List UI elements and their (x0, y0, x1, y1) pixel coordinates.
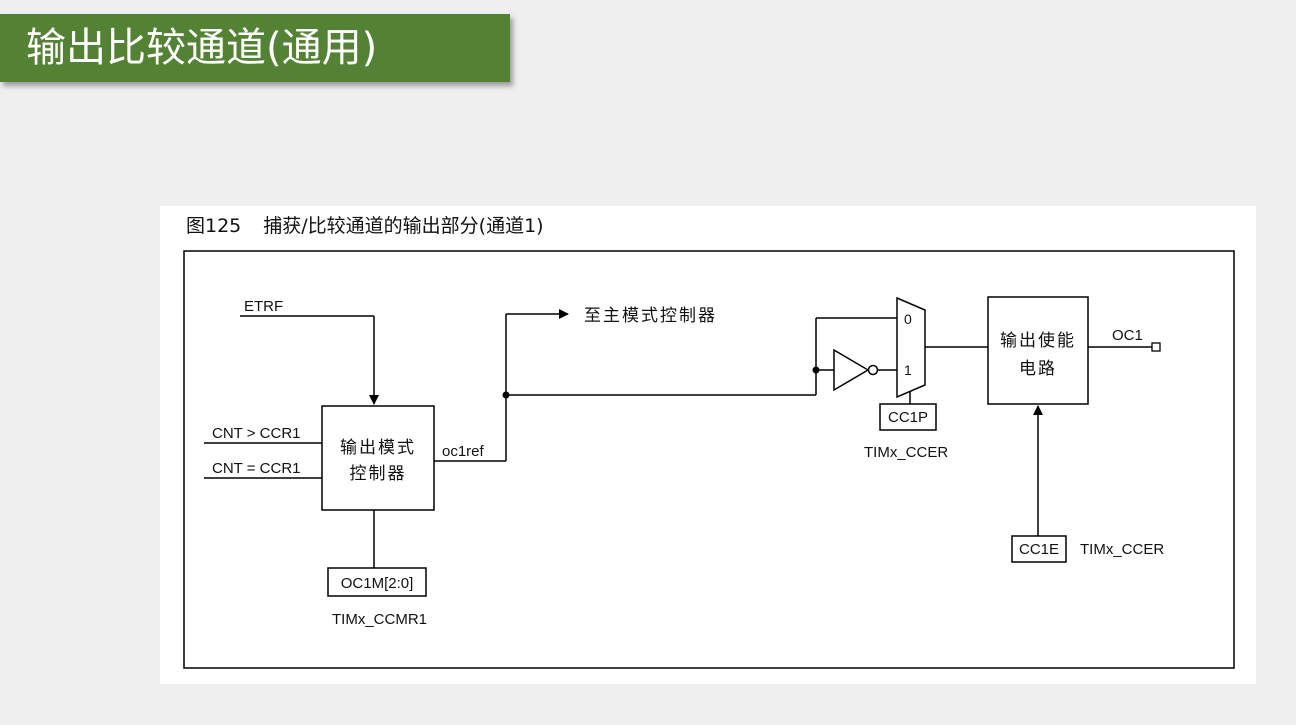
oc1m-label: OC1M[2:0] (341, 575, 414, 592)
to-master-mode-label: 至主模式控制器 (584, 306, 717, 326)
timx-ccer-enable-label: TIMx_CCER (1080, 541, 1164, 558)
output-mode-controller-line2: 控制器 (350, 464, 407, 484)
page-title: 输出比较通道(通用) (26, 25, 378, 71)
mux-input-0: 0 (904, 311, 912, 327)
junction-dot (502, 391, 510, 399)
multiplexer: 0 1 CC1P TIMx_CCER (864, 296, 948, 461)
diagram-border (183, 250, 1235, 669)
cc1p-label: CC1P (888, 409, 928, 426)
output-enable-line2: 电路 (1019, 359, 1057, 379)
mux-input-1: 1 (904, 362, 912, 378)
cc1e-enable: CC1E TIMx_CCER (1011, 405, 1164, 563)
output-mode-controller-block: 输出模式 控制器 (321, 405, 435, 511)
etrf-signal: ETRF (240, 298, 379, 405)
polarity-paths (812, 317, 897, 395)
output-enable-line1: 输出使能 (1000, 330, 1076, 351)
output-pin (1151, 342, 1161, 352)
figure-caption: 图125 捕获/比较通道的输出部分(通道1) (186, 212, 544, 240)
oc1-output: OC1 (1088, 327, 1161, 352)
oc1-label: OC1 (1112, 327, 1143, 344)
oc1ref-label: oc1ref (442, 443, 485, 460)
title-banner: 输出比较通道(通用) (0, 14, 510, 82)
oc1ref-signal: oc1ref 至主模式控制器 (434, 306, 816, 462)
timx-ccmr1-label: TIMx_CCMR1 (332, 611, 427, 628)
cnt-inputs: CNT > CCR1 CNT = CCR1 (204, 425, 322, 479)
cnt-greater-label: CNT > CCR1 (212, 425, 301, 442)
output-enable-circuit-block: 输出使能 电路 (987, 296, 1089, 405)
cc1e-label: CC1E (1019, 541, 1059, 558)
figure-caption-text: 捕获/比较通道的输出部分(通道1) (263, 215, 544, 237)
output-mode-controller-line1: 输出模式 (340, 438, 416, 458)
oc1m-register: OC1M[2:0] TIMx_CCMR1 (327, 510, 427, 628)
cnt-equal-label: CNT = CCR1 (212, 460, 301, 477)
figure-number: 图125 (186, 215, 242, 237)
inverter-gate (833, 348, 897, 392)
timx-ccer-polarity-label: TIMx_CCER (864, 444, 948, 461)
etrf-label: ETRF (244, 298, 283, 315)
